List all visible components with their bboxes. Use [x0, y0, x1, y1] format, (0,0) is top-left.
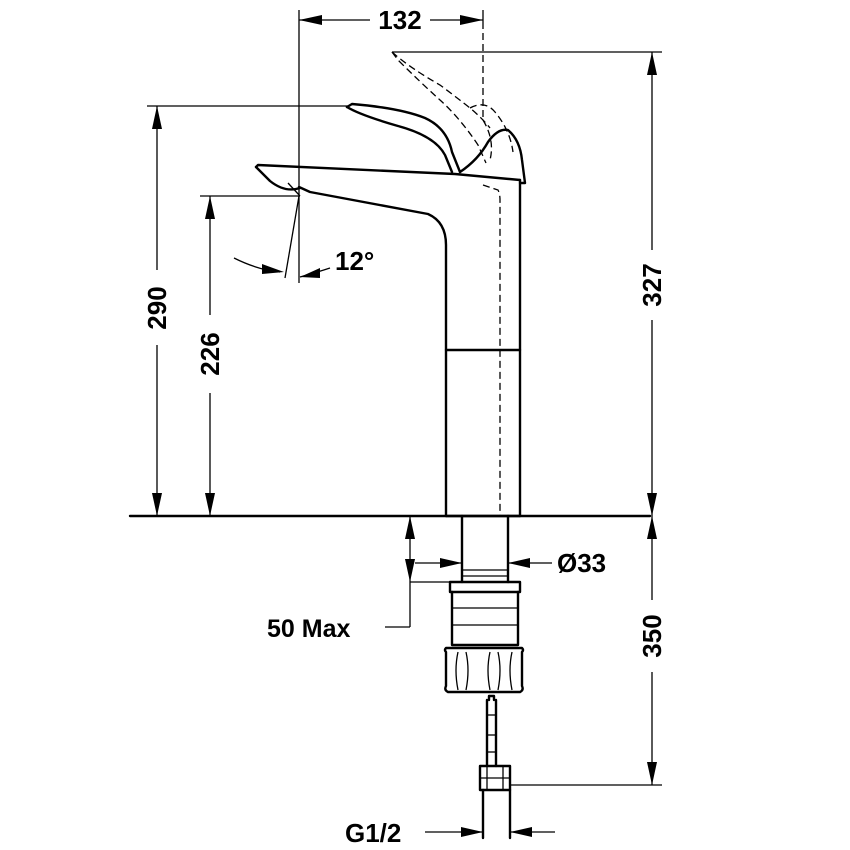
dimension-290: 290	[142, 105, 348, 516]
dimension-350: 350	[510, 516, 667, 786]
dim-label-50-max: 50 Max	[267, 615, 350, 643]
dimension-327: 327	[392, 51, 667, 516]
dimension-226: 226	[195, 195, 300, 516]
dim-label-thread: G1/2	[345, 818, 401, 848]
dimension-132: 132	[298, 5, 484, 195]
faucet-body	[254, 22, 527, 518]
dimension-angle-12: 12°	[233, 195, 374, 283]
dimension-g12: G1/2	[345, 818, 555, 848]
dim-label-226: 226	[195, 332, 225, 375]
dim-label-angle: 12°	[335, 246, 374, 276]
shank-assembly	[443, 514, 525, 840]
dimension-50-max: 50 Max	[267, 516, 452, 643]
dim-label-diameter: Ø33	[557, 548, 606, 578]
dim-label-290: 290	[142, 286, 172, 329]
dimension-diameter-33: Ø33	[415, 548, 606, 578]
dim-label-327: 327	[637, 263, 667, 306]
dim-label-350: 350	[637, 614, 667, 657]
dim-label-132: 132	[378, 5, 421, 35]
